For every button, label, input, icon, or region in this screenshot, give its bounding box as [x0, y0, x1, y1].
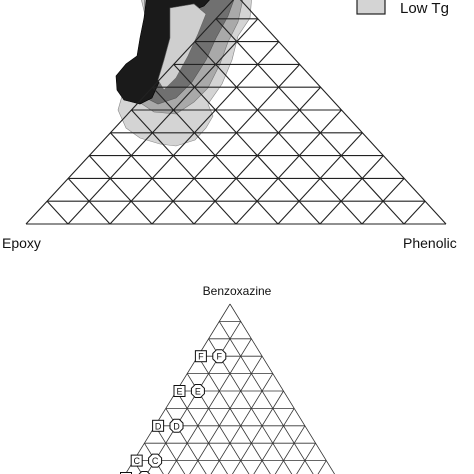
grid-line-left: [229, 303, 336, 474]
grid-line-left: [88, 155, 153, 225]
bottom-ternary-diagram: Benzoxazine ABCDEFBCDEF: [120, 284, 336, 474]
epoxy-vertex-label: Epoxy: [2, 235, 41, 251]
grid-line-right: [274, 425, 306, 474]
grid-line-left: [176, 390, 229, 474]
octagon-marker-label-f: F: [217, 352, 223, 362]
square-marker-label-d: D: [155, 421, 162, 431]
grid-line-right: [25, 0, 235, 225]
top-triangle-grid: [25, 0, 447, 225]
grid-line-left: [46, 200, 69, 225]
octagon-marker-label-c: C: [152, 456, 159, 466]
octagon-marker-d: [169, 418, 184, 433]
grid-line-left: [173, 64, 321, 225]
octagon-marker-e: [190, 384, 205, 398]
top-ternary-diagram: Epoxy Phenolic Low Tg: [2, 0, 457, 251]
octagon-marker-c: [148, 453, 163, 468]
legend-swatch-low-tg: [356, 0, 386, 15]
square-marker-b: [120, 472, 132, 474]
grid-line-right: [231, 390, 284, 474]
grid-line-right: [146, 321, 242, 474]
square-marker-f: [194, 350, 207, 363]
octagon-marker-label-e: E: [195, 387, 201, 397]
square-marker-label-f: F: [198, 352, 204, 362]
composition-markers: ABCDEFBCDEF: [120, 349, 227, 474]
square-marker-label-c: C: [133, 456, 140, 466]
octagon-marker-label-d: D: [173, 421, 180, 431]
octagon-marker-f: [212, 349, 227, 364]
grid-line-right: [317, 460, 327, 474]
square-marker-d: [152, 419, 165, 432]
phenolic-vertex-label: Phenolic: [403, 235, 457, 251]
grid-line-right: [189, 355, 263, 474]
bottom-triangle-grid: [124, 303, 336, 474]
grid-line-right: [235, 109, 342, 225]
grid-line-right: [319, 155, 384, 225]
legend-label-low-tg: Low Tg: [400, 0, 449, 17]
grid-line-left: [131, 109, 237, 225]
grid-line-left: [239, 0, 447, 225]
grid-line-right: [67, 18, 259, 225]
grid-line-left: [194, 41, 363, 225]
octagon-marker-b: [138, 471, 151, 474]
grid-line-right: [109, 41, 280, 225]
grid-line-left: [215, 18, 405, 225]
square-marker-e: [173, 385, 186, 397]
grid-line-right: [167, 338, 252, 474]
grid-line-right: [403, 200, 426, 225]
grid-line-right: [151, 64, 301, 225]
shaded-regions: [115, 0, 252, 147]
grid-line-left: [218, 321, 314, 474]
grid-line-left: [154, 425, 186, 474]
benzoxazine-title: Benzoxazine: [203, 284, 272, 298]
square-marker-label-e: E: [176, 387, 182, 397]
grid-line-left: [197, 355, 271, 474]
square-marker-c: [130, 454, 143, 467]
legend: Low Tg: [356, 0, 449, 17]
